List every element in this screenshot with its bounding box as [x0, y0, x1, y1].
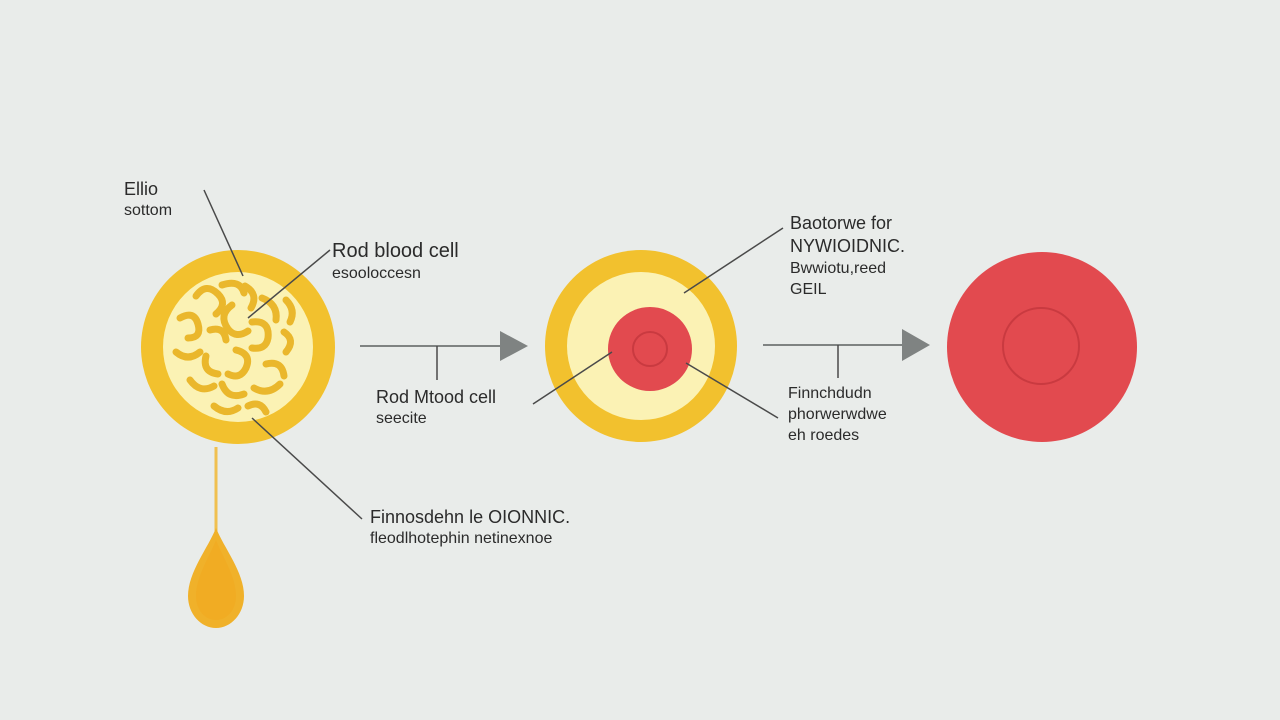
- leader-lines: [203, 189, 784, 520]
- label-bottom-left: Finnosdehn le OIONNIC. fleodlhotephin ne…: [370, 507, 571, 548]
- label-bile-bottom: Ellio sottom: [124, 179, 173, 220]
- red-blood-cell: [947, 252, 1137, 442]
- label-rbc-top: Rod blood cell esooloccesn: [332, 240, 459, 282]
- label-bottom-right: Finnchdudn phorwerwdwe eh roedes: [788, 385, 887, 444]
- yellow-cell: [141, 250, 335, 444]
- transitional-cell: [545, 250, 737, 442]
- label-rbc-mid: Rod Mtood cell seecite: [376, 387, 497, 428]
- arrow-2: [763, 329, 930, 378]
- drop-icon: [188, 447, 244, 628]
- arrow-1: [360, 331, 528, 380]
- label-bacterial-top: Baotorwe for NYWIOIDNIC. Bwwiotu,reed GE…: [790, 213, 905, 298]
- squiggle-pattern: [172, 279, 296, 416]
